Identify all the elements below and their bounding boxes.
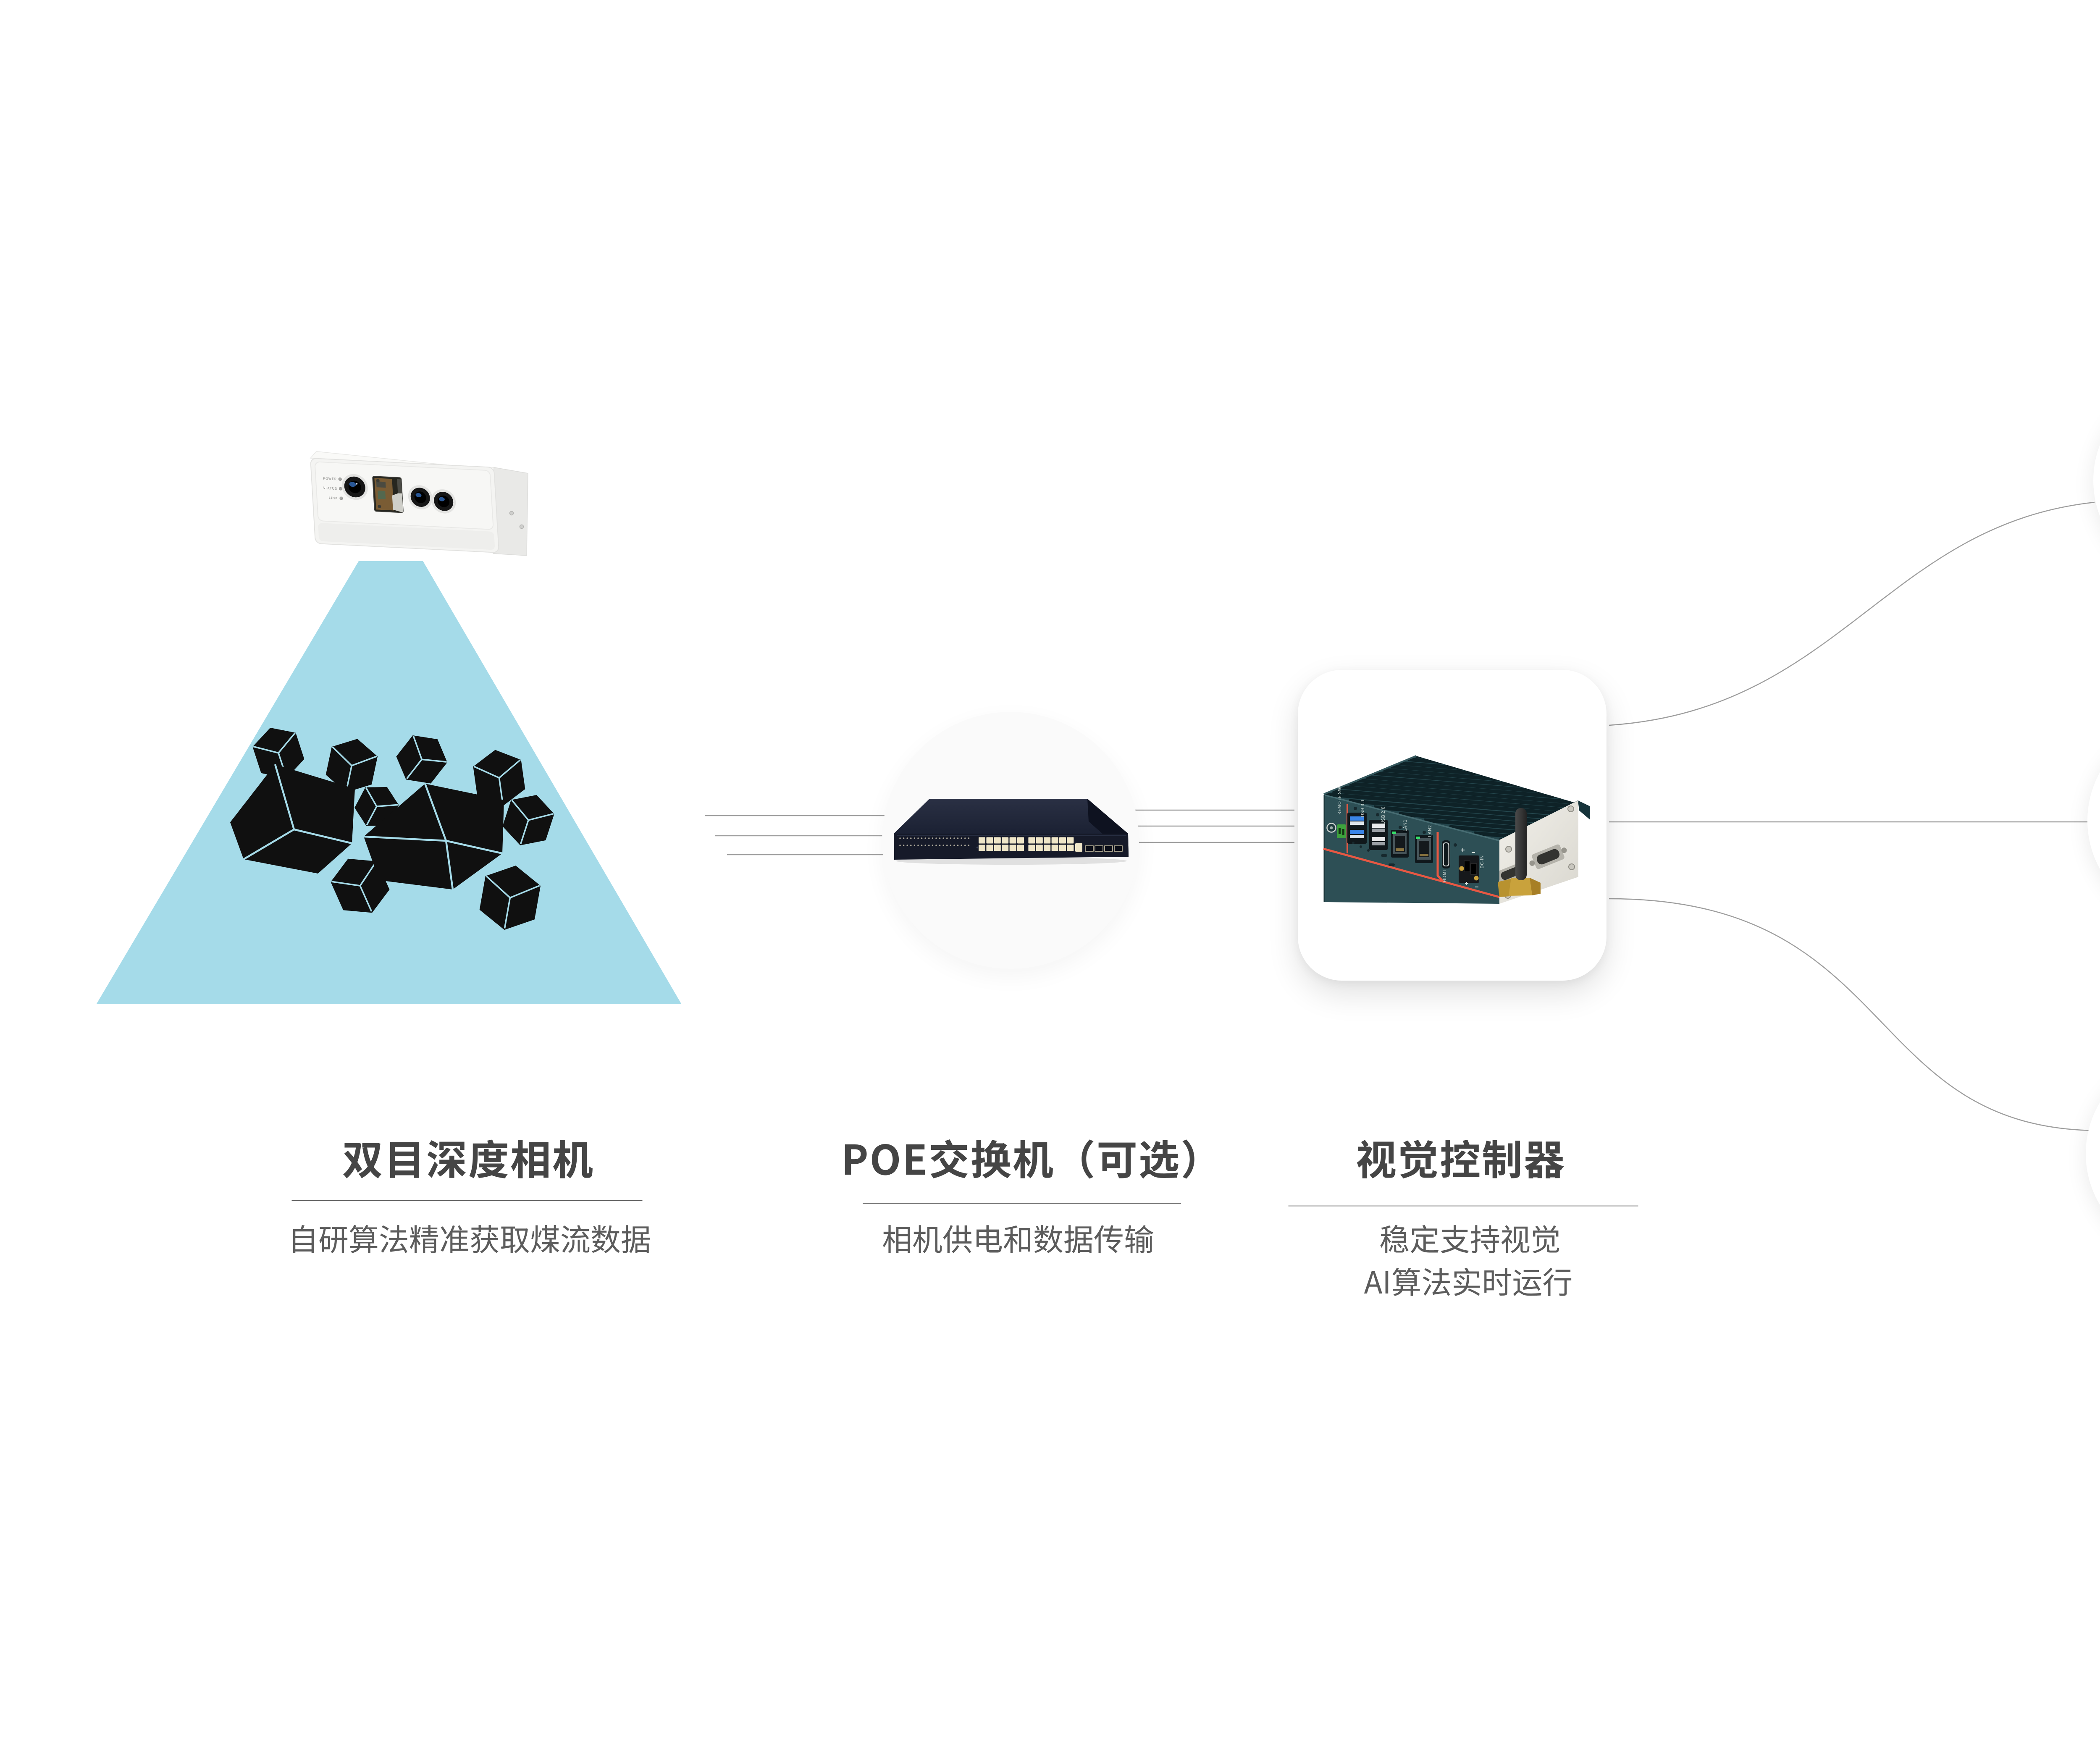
controller-port-label-lan2: LAN2 — [1426, 825, 1433, 837]
controller-port-label-dcin: DC-IN — [1478, 855, 1485, 868]
light-cone — [97, 561, 681, 1004]
coal-lump — [396, 735, 447, 784]
controller-title-underline — [1288, 1205, 1638, 1207]
camera-led-label-link: LINK — [329, 496, 338, 501]
link-controller-infosys — [1609, 898, 2094, 1131]
coal-lump — [479, 866, 541, 930]
camera-subtitle: 自研算法精准获取煤流数据 — [288, 1215, 651, 1259]
switch-subtitle: 相机供电和数据传输 — [882, 1215, 1155, 1259]
coal-lump — [252, 727, 304, 778]
controller-subtitle-line2: AI算法实时运行 — [1364, 1258, 1573, 1302]
coal-lump — [363, 783, 504, 890]
controller-subtitle-line1: 稳定支持视觉 — [1379, 1215, 1561, 1259]
serial-port-db9-2 — [1529, 844, 1567, 869]
coal-lumps — [230, 727, 554, 930]
controller-port-label-remote: REMOTE SW — [1336, 787, 1343, 815]
controller-port-label-usb31: USB 3.1 — [1359, 799, 1366, 817]
camera-led-label-status: STATUS — [323, 486, 337, 491]
coal-lump — [230, 764, 355, 874]
poe-switch-photo — [894, 799, 1129, 865]
switch-title-underline — [863, 1203, 1181, 1204]
camera-title: 双目深度相机 — [342, 1127, 594, 1186]
camera-title-underline — [291, 1200, 643, 1201]
coal-lump — [502, 795, 554, 845]
controller-port-label-usb20: USB 2.0 — [1380, 806, 1386, 824]
coal-lump — [326, 739, 378, 792]
link-controller-monitoring — [1609, 501, 2095, 726]
stereo-camera-photo: POWER STATUS LINK — [310, 451, 528, 556]
controller-port-label-hdmi: HDMI — [1441, 870, 1448, 882]
controller-title: 视觉控制器 — [1356, 1127, 1566, 1186]
switch-title: POE交换机（可选） — [841, 1127, 1223, 1186]
camera-led-label-power: POWER — [323, 476, 337, 482]
vision-controller-photo — [1323, 755, 1590, 904]
coal-lump — [331, 858, 390, 913]
controller-port-label-lan1: LAN1 — [1402, 819, 1408, 832]
